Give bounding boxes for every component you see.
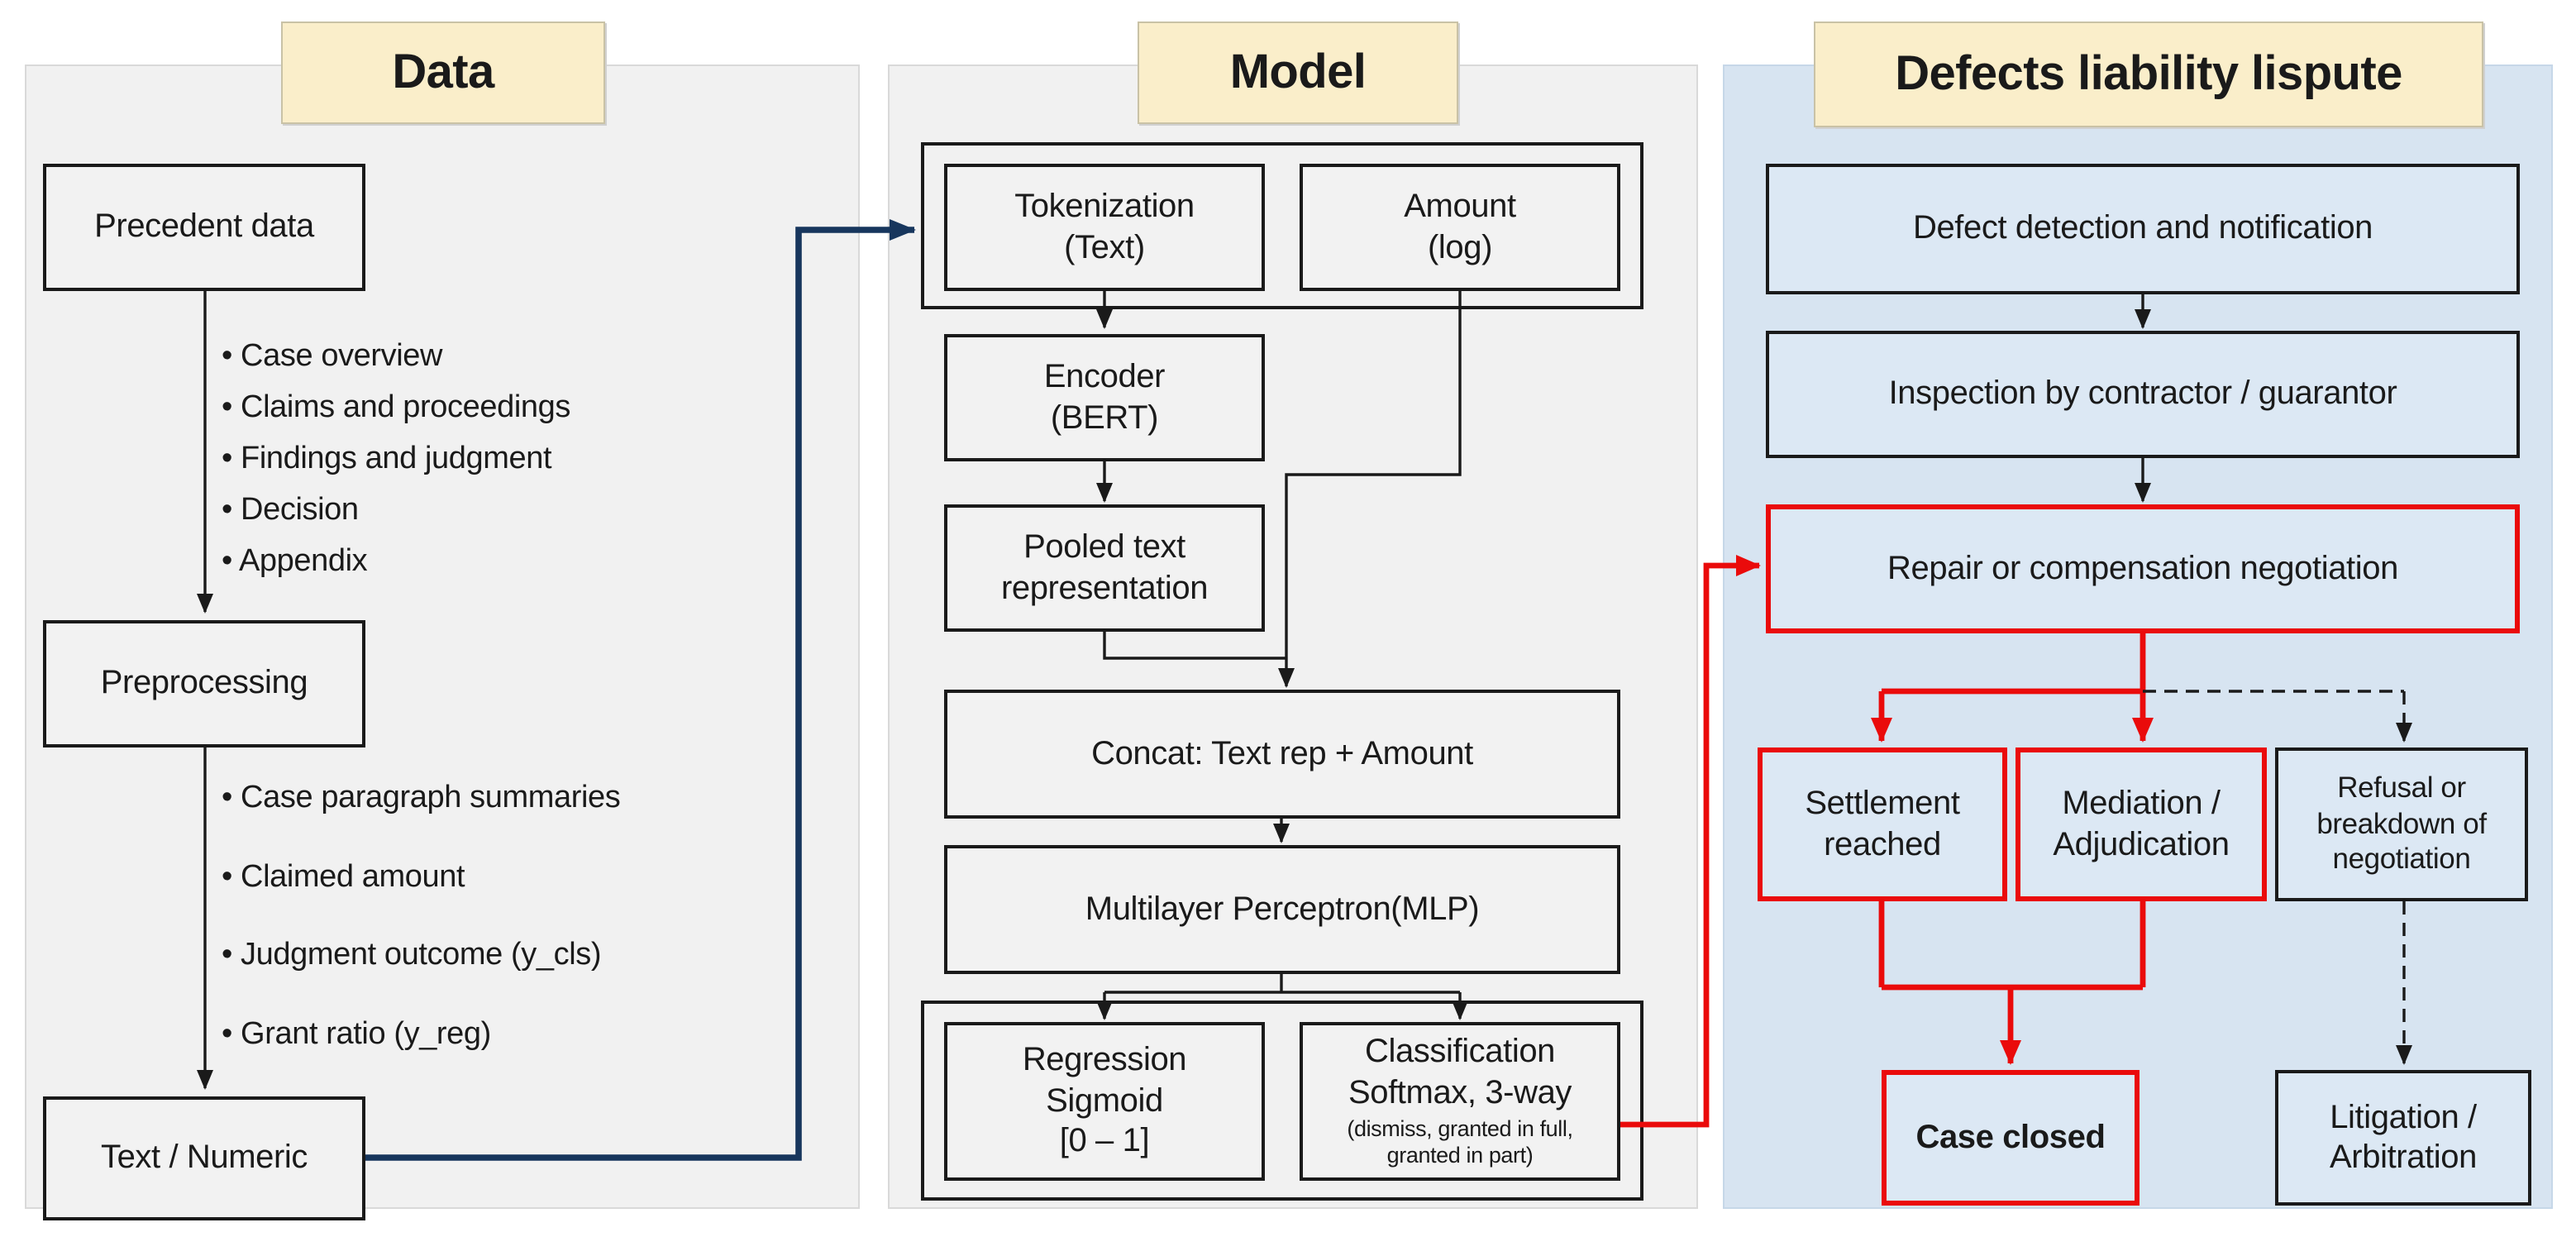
box-case-closed: Case closed <box>1882 1070 2140 1206</box>
bullet-item: • Judgment outcome (y_cls) <box>222 938 602 972</box>
box-regression-sigmoid: Regression Sigmoid [0 – 1] <box>944 1022 1265 1181</box>
box-mediation-adjudication: Mediation / Adjudication <box>2015 747 2267 901</box>
bullet-item: • Findings and judgment <box>222 442 552 476</box>
classification-main-label: Classification Softmax, 3-way <box>1348 1034 1572 1111</box>
box-pooled-text-representation: Pooled text representation <box>944 504 1265 632</box>
box-precedent-data: Precedent data <box>43 164 365 291</box>
box-litigation-arbitration: Litigation / Arbitration <box>2275 1070 2531 1206</box>
box-mlp: Multilayer Perceptron(MLP) <box>944 845 1620 974</box>
bullet-item: • Appendix <box>222 544 368 579</box>
box-inspection: Inspection by contractor / guarantor <box>1766 331 2520 458</box>
bullet-list-preprocessing-outputs: • Case paragraph summaries • Claimed amo… <box>222 759 621 1073</box>
box-settlement-reached: Settlement reached <box>1758 747 2007 901</box>
box-defect-detection: Defect detection and notification <box>1766 164 2520 294</box>
bullet-item: • Case paragraph summaries <box>222 781 621 815</box>
bullet-item: • Claims and proceedings <box>222 390 570 425</box>
bullet-item: • Grant ratio (y_reg) <box>222 1016 491 1051</box>
group-model-inputs <box>921 142 1643 309</box>
panel-title-defects-dispute: Defects liability lispute <box>1814 21 2483 127</box>
box-preprocessing: Preprocessing <box>43 620 365 747</box>
bullet-item: • Case overview <box>222 339 443 374</box>
panel-title-data: Data <box>281 21 605 124</box>
box-refusal-breakdown: Refusal or breakdown of negotiation <box>2275 747 2528 901</box>
panel-title-model: Model <box>1138 21 1458 124</box>
classification-sub-label: (dismiss, granted in full, granted in pa… <box>1347 1116 1573 1168</box>
bullet-item: • Claimed amount <box>222 859 465 894</box>
box-classification-softmax: Classification Softmax, 3-way (dismiss, … <box>1300 1022 1620 1181</box>
box-concat: Concat: Text rep + Amount <box>944 690 1620 819</box>
box-text-numeric: Text / Numeric <box>43 1096 365 1220</box>
box-amount-log: Amount (log) <box>1300 164 1620 291</box>
bullet-item: • Decision <box>222 493 359 528</box>
box-tokenization: Tokenization (Text) <box>944 164 1265 291</box>
bullet-list-precedent-contents: • Case overview • Claims and proceedings… <box>222 331 570 587</box>
box-encoder-bert: Encoder (BERT) <box>944 334 1265 461</box>
box-repair-negotiation: Repair or compensation negotiation <box>1766 504 2520 633</box>
